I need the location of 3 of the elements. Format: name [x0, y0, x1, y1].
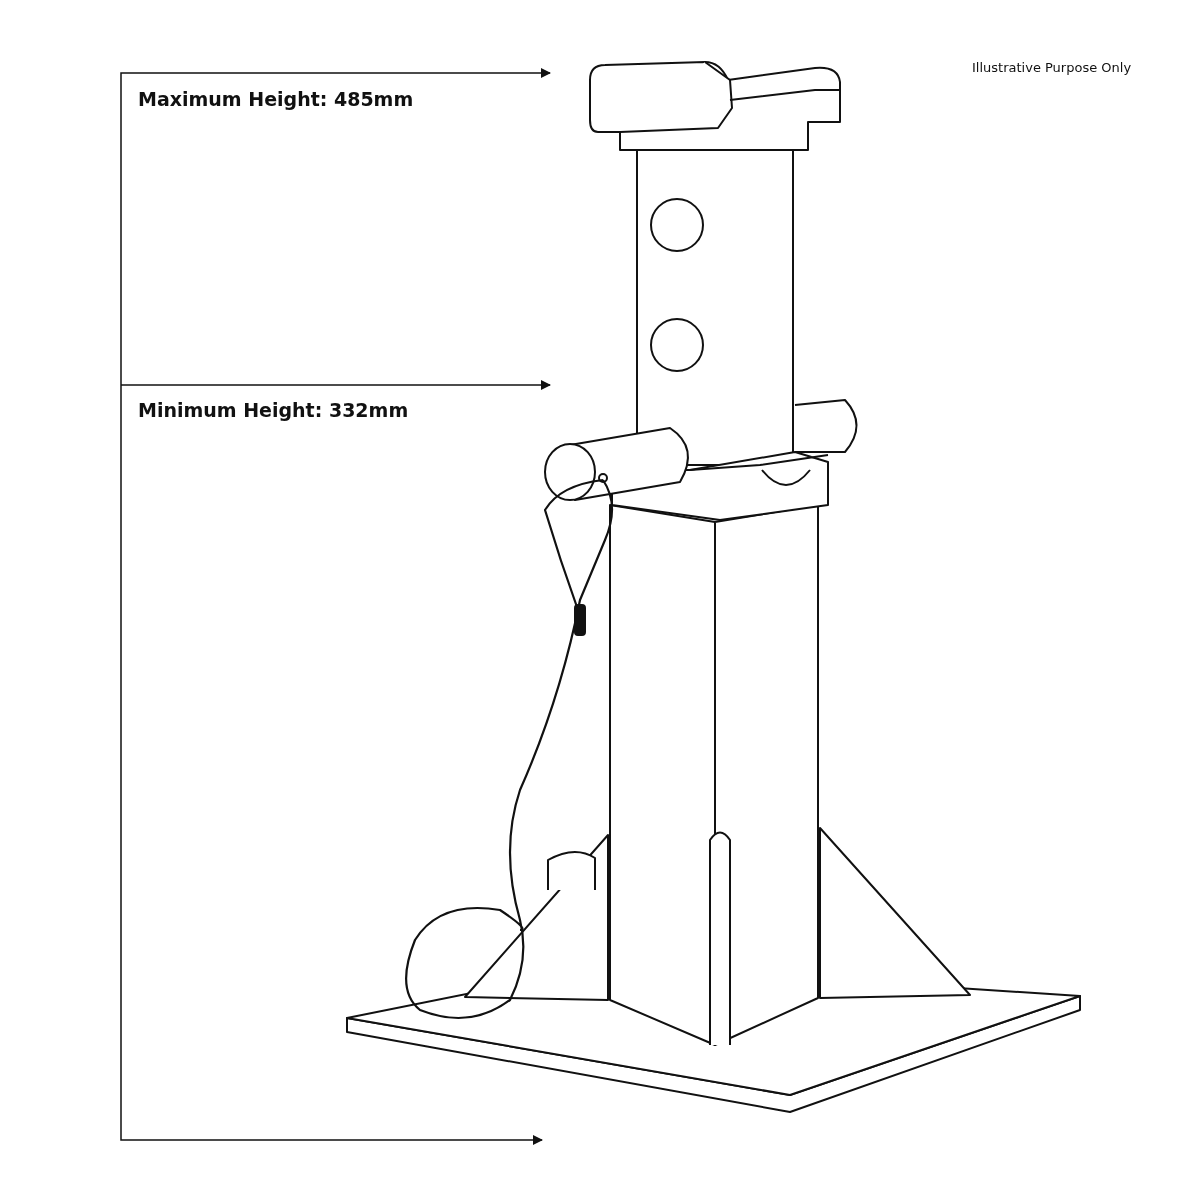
dimension-label: Minimum Height: 332mm	[138, 399, 409, 421]
note-text: Illustrative Purpose Only	[972, 60, 1132, 75]
dimension-label: Maximum Height: 485mm	[138, 88, 414, 110]
